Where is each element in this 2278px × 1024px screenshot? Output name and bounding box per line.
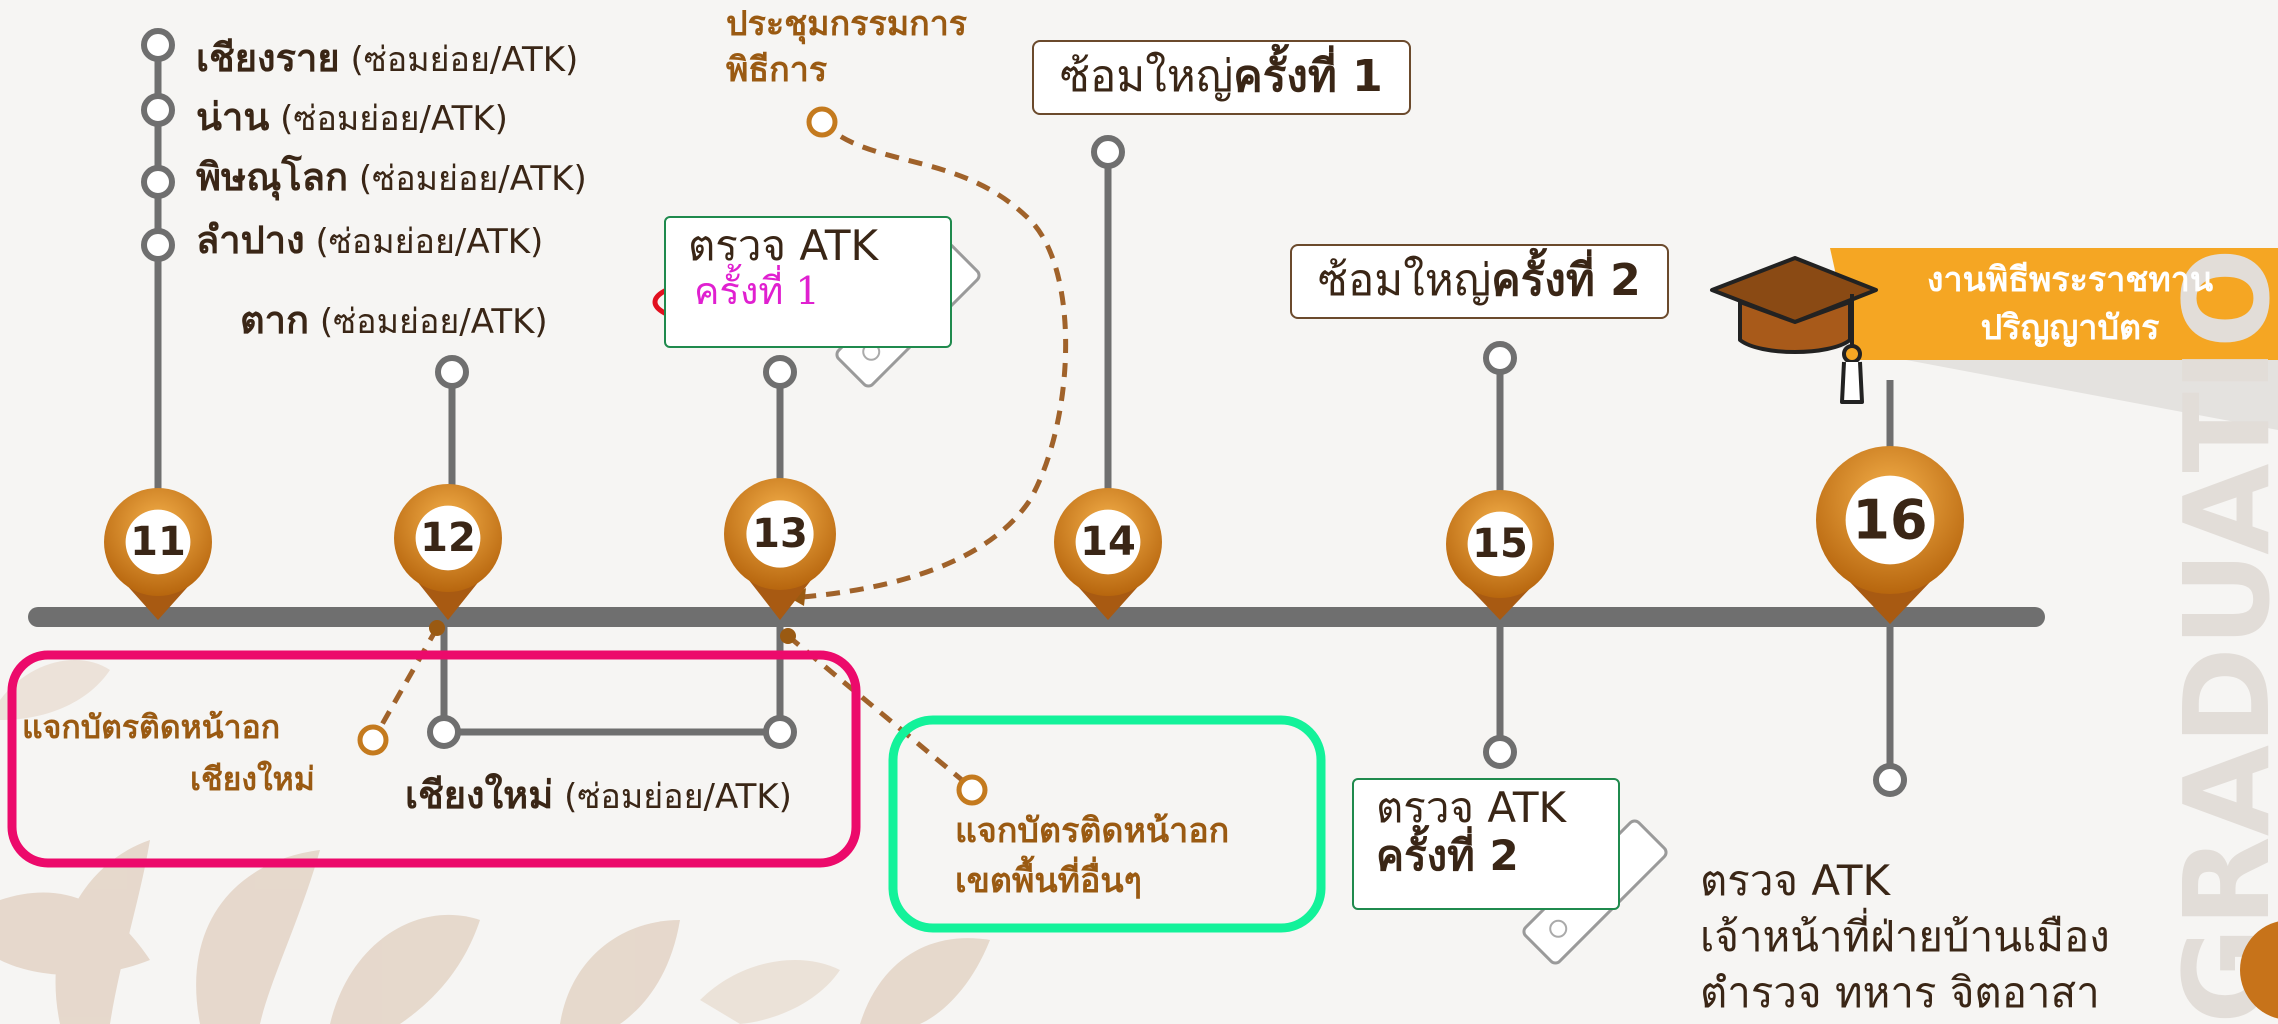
badge-other-line2: เขตพื้นที่อื่นๆ bbox=[955, 861, 1142, 901]
day-number-11: 11 bbox=[130, 519, 186, 565]
day-number-16: 16 bbox=[1852, 488, 1928, 552]
pin-inner-circle bbox=[415, 505, 481, 571]
atk-staff-line3: ตำรวจ ทหาร จิตอาสา bbox=[1700, 968, 2100, 1017]
atk-staff-line2: เจ้าหน้าที่ฝ่ายบ้านเมือง bbox=[1700, 912, 2110, 961]
map-pin-icon bbox=[749, 580, 811, 620]
province-tak: ตาก (ซ่อมย่อย/ATK) bbox=[240, 298, 548, 342]
atk-round1-title: ตรวจ ATK bbox=[688, 221, 879, 270]
day-number-12: 12 bbox=[420, 515, 476, 561]
map-pin-icon bbox=[128, 586, 188, 620]
atk-staff-line1: ตรวจ ATK bbox=[1700, 856, 1891, 905]
meeting-line2: พิธีการ bbox=[726, 50, 828, 90]
day-number-14: 14 bbox=[1080, 519, 1136, 565]
chiangmai-highlight-box bbox=[7, 650, 861, 868]
day-pins bbox=[104, 446, 1964, 624]
province-lampang: ลำปาง (ซ่อมย่อย/ATK) bbox=[196, 218, 544, 262]
atk-round1-label: ครั้งที่ 1 bbox=[694, 269, 820, 314]
badge-chiangmai-line1: แจกบัตรติดหน้าอก bbox=[22, 708, 281, 746]
pin-inner-circle bbox=[746, 500, 814, 568]
rehearsal-round2-box: ซ้อมใหญ่ครั้งที่ 2 bbox=[1290, 244, 1669, 319]
province-chiangrai: เชียงราย (ซ่อมย่อย/ATK) bbox=[196, 36, 579, 80]
pin-inner-circle bbox=[1845, 475, 1935, 565]
badge-other-line1: แจกบัตรติดหน้าอก bbox=[955, 811, 1230, 851]
badge-chiangmai-line2: เชียงใหม่ bbox=[190, 760, 315, 798]
pin-inner-circle bbox=[1467, 511, 1533, 577]
day-number-15: 15 bbox=[1472, 521, 1528, 567]
pin-inner-circle bbox=[125, 509, 191, 575]
dashed-connectors bbox=[377, 120, 1069, 782]
ceremony-banner bbox=[1830, 248, 2278, 360]
atk-round2-box: ตรวจ ATK ครั้งที่ 2 bbox=[1352, 778, 1620, 910]
graduation-side-text: GRADUATIO bbox=[2158, 248, 2278, 1024]
map-pin-icon bbox=[1470, 588, 1530, 620]
flower-decoration bbox=[0, 660, 990, 1024]
province-chiangmai: เชียงใหม่ (ซ่อมย่อย/ATK) bbox=[405, 773, 792, 817]
map-pin-icon bbox=[418, 582, 478, 620]
atk-round2-title: ตรวจ ATK bbox=[1376, 783, 1567, 832]
graduation-cap-icon bbox=[1710, 256, 1878, 404]
other-area-highlight-box bbox=[888, 715, 1326, 933]
ceremony-line1: งานพิธีพระราชทาน bbox=[1926, 260, 2214, 300]
pin-inner-circle bbox=[1075, 509, 1141, 575]
map-pin-icon bbox=[1078, 586, 1138, 620]
day-number-13: 13 bbox=[752, 511, 808, 557]
rehearsal-round1-box: ซ้อมใหญ่ครั้งที่ 1 bbox=[1032, 40, 1411, 115]
map-pin-icon bbox=[1849, 581, 1931, 624]
ceremony-line2: ปริญญาบัตร bbox=[1980, 308, 2160, 348]
atk-round1-box: ตรวจ ATK ครั้งที่ 1 bbox=[664, 216, 952, 348]
province-phitsanulok: พิษณุโลก (ซ่อมย่อย/ATK) bbox=[196, 155, 587, 199]
atk-round2-label: ครั้งที่ 2 bbox=[1376, 831, 1519, 881]
meeting-line1: ประชุมกรรมการ bbox=[726, 4, 968, 44]
province-nan: น่าน (ซ่อมย่อย/ATK) bbox=[196, 95, 508, 139]
day11-province-nodes bbox=[141, 28, 175, 262]
